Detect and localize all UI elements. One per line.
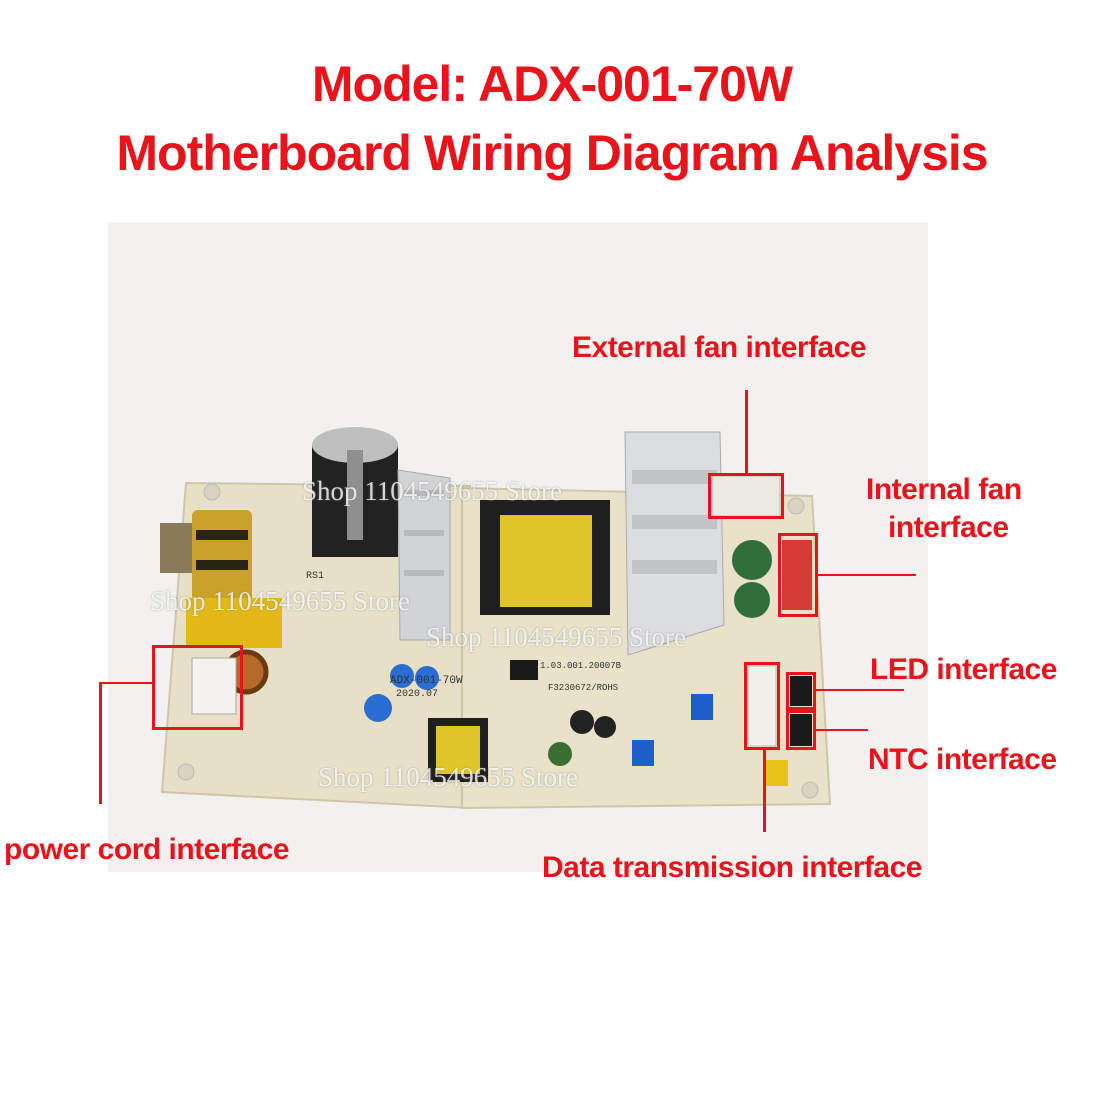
terminal-block: [691, 694, 713, 720]
label-power-cord: power cord interface: [4, 833, 290, 866]
capacitor-blue: [390, 664, 414, 688]
leader-line: [100, 682, 152, 684]
watermark-text: Shop 1104549655 Store: [302, 476, 563, 506]
capacitor-small: [548, 742, 572, 766]
ic-chip: [510, 660, 538, 680]
silk-date: 2020.07: [396, 689, 438, 700]
title-line-1: Model: ADX-001-70W: [311, 56, 793, 112]
highlight-power-cord: [152, 645, 243, 730]
silk-rs: RS1: [306, 571, 324, 582]
external-fan-connector: [711, 475, 781, 517]
highlight-external-fan: [708, 473, 784, 519]
mount-hole: [203, 483, 221, 501]
leader-line: [816, 689, 904, 691]
silk-model: ADX-001-70W: [390, 675, 463, 687]
x-capacitor: [186, 598, 282, 648]
watermark-text: Shop 1104549655 Store: [150, 586, 411, 616]
silk-code2: F3230672/ROHS: [548, 683, 618, 693]
leader-line: [818, 574, 916, 576]
capacitor-blue: [364, 694, 392, 722]
label-led: LED interface: [870, 653, 1057, 686]
title-line-2: Motherboard Wiring Diagram Analysis: [116, 125, 988, 181]
capacitor-green: [732, 540, 772, 580]
capacitor-small: [570, 710, 594, 734]
ntc-connector: [790, 714, 812, 746]
highlight-data-transmission: [744, 662, 780, 750]
leader-line: [816, 729, 868, 731]
heatsink-center: [397, 469, 451, 641]
mount-hole: [177, 763, 195, 781]
silk-code1: 1.03.001.20007B: [540, 661, 622, 671]
highlight-led: [786, 672, 816, 710]
capacitor-green: [734, 582, 770, 618]
watermark-text: Shop 1104549655 Store: [426, 622, 687, 652]
label-internal-fan-line1: Internal fan: [866, 473, 1022, 506]
mount-hole: [787, 497, 805, 515]
leader-line: [763, 750, 766, 832]
mount-hole: [801, 781, 819, 799]
highlight-ntc: [786, 710, 816, 750]
data-connector: [747, 665, 777, 747]
highlight-internal-fan: [778, 533, 818, 617]
heatsink-right: [624, 431, 725, 656]
label-internal-fan-line2: interface: [888, 511, 1009, 544]
terminal-block: [632, 740, 654, 766]
watermark-text: Shop 1104549655 Store: [318, 762, 579, 792]
leader-line: [745, 390, 748, 475]
power-cord-connector: [191, 657, 237, 715]
label-data-transmission: Data transmission interface: [542, 851, 922, 884]
capacitor-small: [594, 716, 616, 738]
capacitor-blue: [415, 666, 439, 690]
label-external-fan: External fan interface: [572, 331, 867, 364]
internal-fan-connector: [782, 540, 812, 610]
led-connector: [790, 676, 812, 706]
connector-yellow: [766, 760, 788, 786]
leader-line: [99, 682, 102, 804]
label-ntc: NTC interface: [868, 743, 1057, 776]
